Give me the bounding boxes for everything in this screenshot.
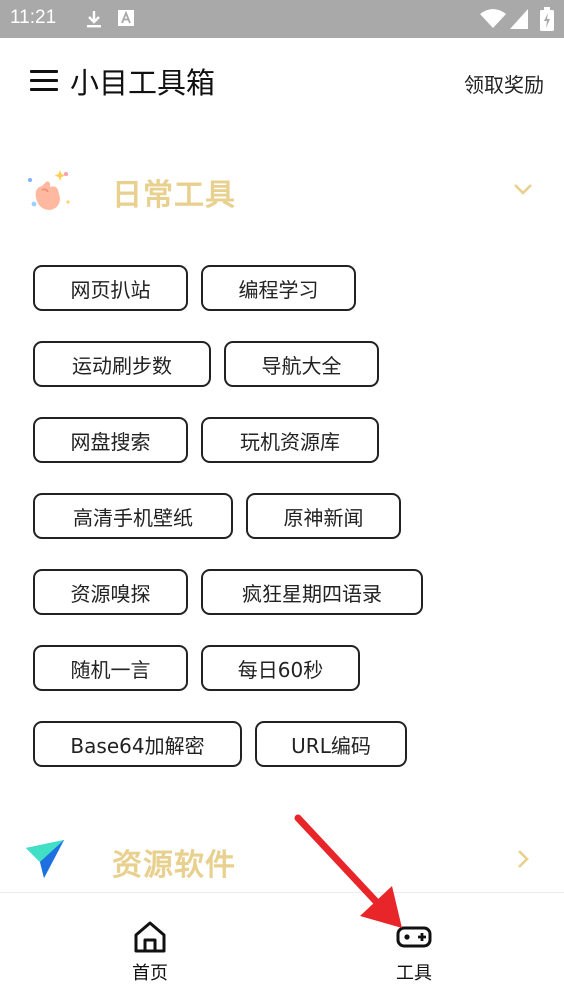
tool-chip[interactable]: 网页扒站: [33, 265, 188, 311]
tool-chip[interactable]: 疯狂星期四语录: [201, 569, 423, 615]
tool-chip[interactable]: 网盘搜索: [33, 417, 188, 463]
bottom-navigation: 首页 工具: [0, 892, 564, 1004]
hand-sparkle-icon: [28, 170, 70, 210]
chevron-down-icon[interactable]: [510, 176, 536, 202]
tool-row: 网盘搜索 玩机资源库: [33, 417, 543, 463]
nav-home[interactable]: 首页: [80, 893, 220, 1004]
hamburger-menu-icon[interactable]: [30, 70, 58, 92]
wifi-icon: [480, 9, 506, 28]
tool-chip[interactable]: 资源嗅探: [33, 569, 188, 615]
claim-reward-link[interactable]: 领取奖励: [464, 73, 544, 97]
tool-chip[interactable]: 玩机资源库: [201, 417, 379, 463]
tool-row: 资源嗅探 疯狂星期四语录: [33, 569, 543, 615]
tool-chip[interactable]: 运动刷步数: [33, 341, 211, 387]
paper-plane-icon: [26, 840, 64, 878]
tool-row: 随机一言 每日60秒: [33, 645, 543, 691]
home-icon: [134, 921, 166, 953]
section-title: 日常工具: [112, 178, 236, 213]
app-title: 小目工具箱: [70, 66, 216, 100]
tool-row: 高清手机壁纸 原神新闻: [33, 493, 543, 539]
tool-chip[interactable]: 导航大全: [224, 341, 379, 387]
tool-chip[interactable]: 高清手机壁纸: [33, 493, 233, 539]
nav-home-label: 首页: [132, 963, 168, 984]
section-resource-software-header[interactable]: 资源软件: [0, 820, 564, 900]
a-badge-icon: [118, 10, 134, 26]
nav-tools-label: 工具: [396, 963, 432, 984]
tool-chip[interactable]: URL编码: [255, 721, 407, 767]
tool-row: Base64加解密 URL编码: [33, 721, 543, 767]
status-bar: 11:21: [0, 0, 564, 38]
app-bar: 小目工具箱 领取奖励: [0, 38, 564, 126]
daily-tools-grid: 网页扒站 编程学习 运动刷步数 导航大全 网盘搜索 玩机资源库 高清手机壁纸 原…: [33, 265, 543, 797]
gamepad-icon: [396, 926, 432, 948]
tool-chip[interactable]: 每日60秒: [201, 645, 360, 691]
section-daily-tools-header[interactable]: 日常工具: [0, 150, 564, 230]
tool-chip[interactable]: 随机一言: [33, 645, 188, 691]
status-time: 11:21: [10, 7, 57, 28]
signal-icon: [510, 9, 528, 29]
nav-tools[interactable]: 工具: [344, 893, 484, 1004]
tool-row: 运动刷步数 导航大全: [33, 341, 543, 387]
tool-row: 网页扒站 编程学习: [33, 265, 543, 311]
tool-chip[interactable]: 编程学习: [201, 265, 356, 311]
chevron-right-icon[interactable]: [510, 846, 536, 872]
section-title: 资源软件: [112, 848, 236, 883]
download-icon: [87, 11, 101, 28]
tool-chip[interactable]: 原神新闻: [246, 493, 401, 539]
tool-chip[interactable]: Base64加解密: [33, 721, 242, 767]
battery-icon: [540, 7, 554, 31]
